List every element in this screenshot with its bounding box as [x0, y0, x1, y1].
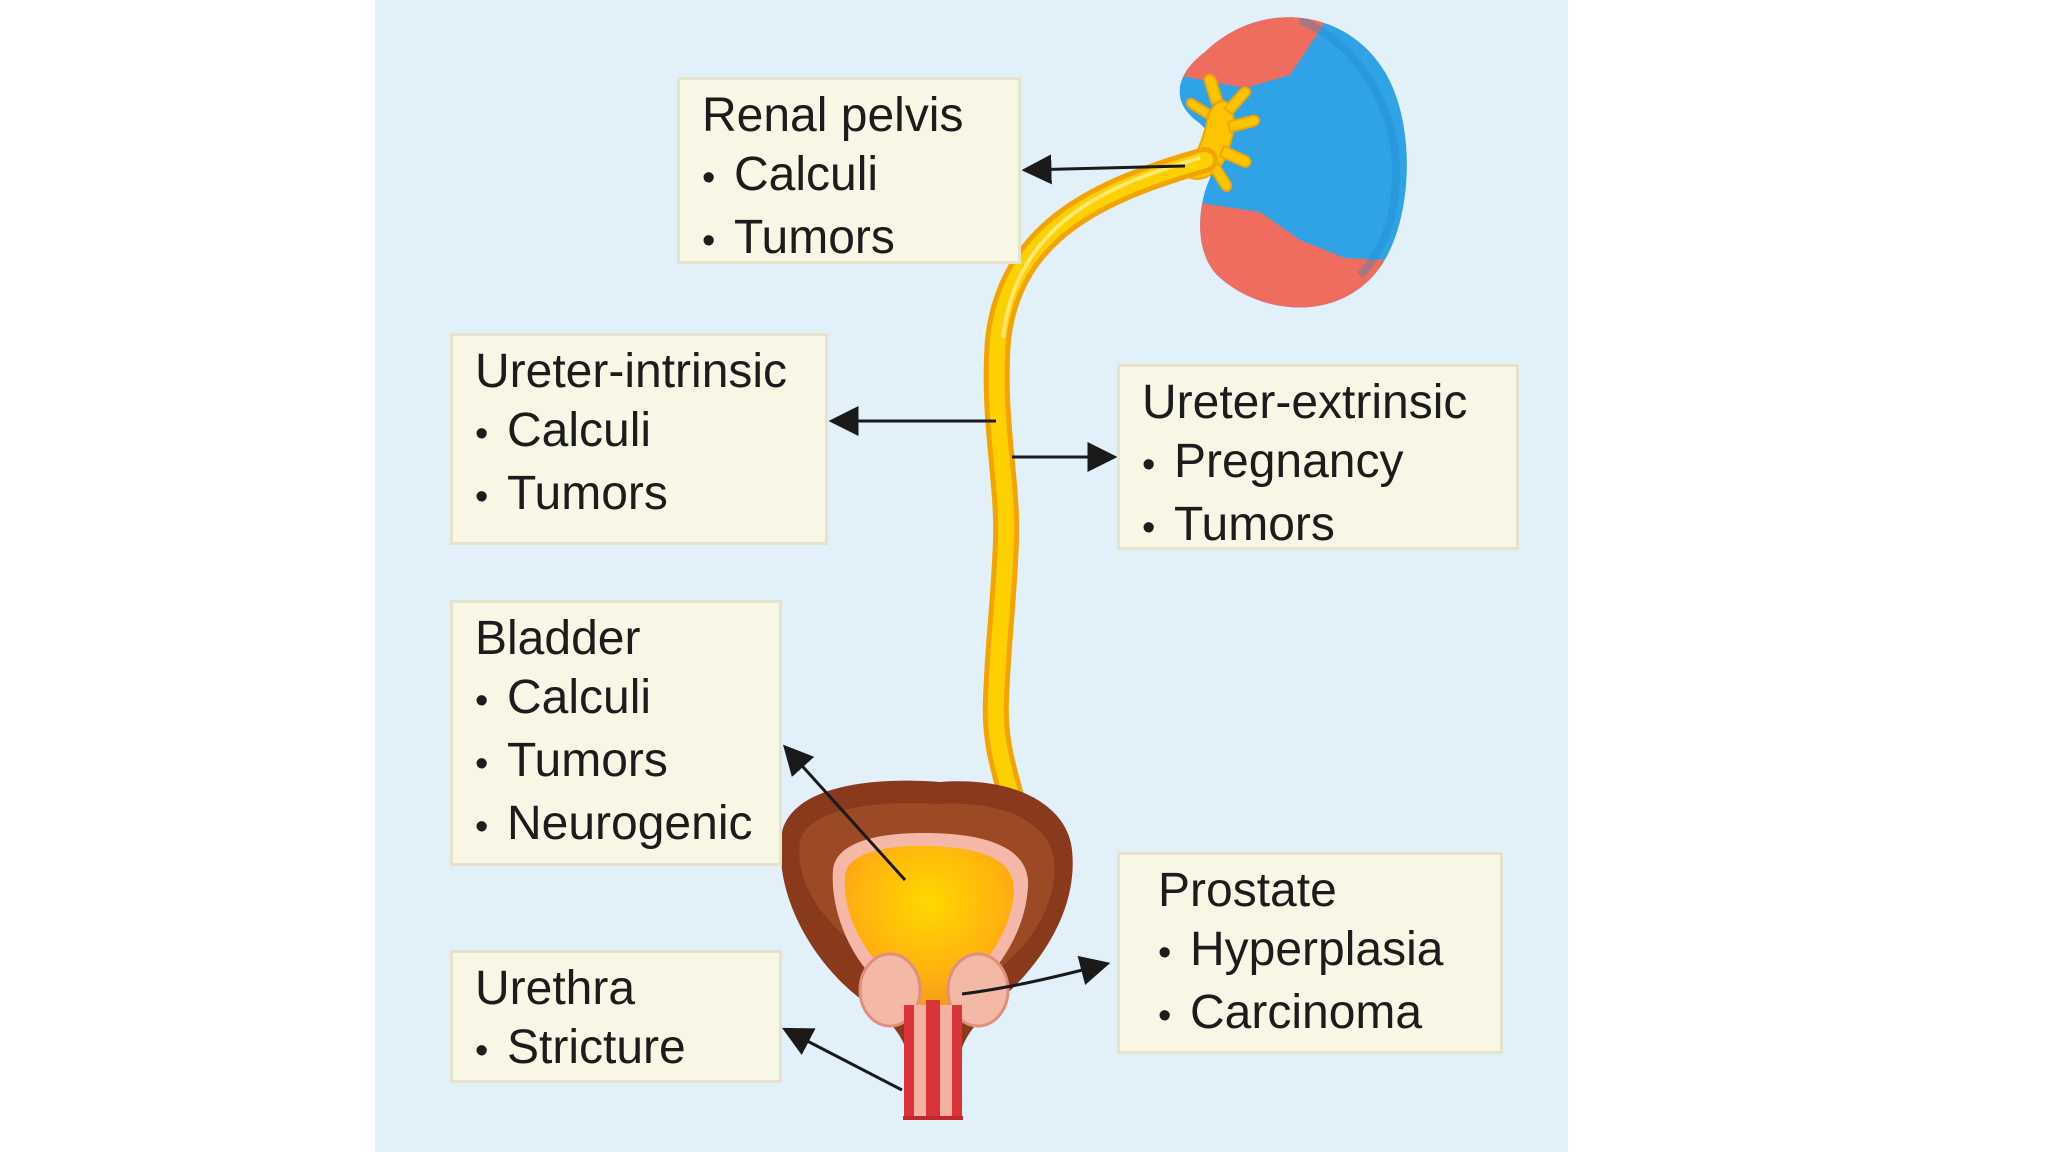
arrow-to-urethra: [782, 1027, 903, 1092]
arrow-to-bladder: [782, 744, 907, 882]
renal-pelvis-item: Calculi: [702, 145, 1018, 208]
ureter-intrinsic-title: Ureter-intrinsic: [475, 345, 788, 398]
arrow-to-renal-pelvis: [1021, 154, 1186, 185]
ureter-intrinsic-item: Tumors: [475, 464, 825, 527]
prostate-title: Prostate: [1158, 864, 1337, 917]
bladder-box: Bladder Calculi Tumors Neurogenic: [450, 600, 782, 866]
arrows: [782, 154, 1186, 1092]
arrow-to-prostate: [961, 955, 1111, 996]
urethra-box: Urethra Stricture: [450, 950, 782, 1083]
ureter-extrinsic-box: Ureter-extrinsic Pregnancy Tumors: [1117, 364, 1519, 551]
bladder-item: Tumors: [475, 731, 779, 794]
bladder-item: Neurogenic: [475, 794, 779, 857]
prostate-item: Hyperplasia: [1158, 920, 1500, 983]
prostate-box: Prostate Hyperplasia Carcinoma: [1117, 852, 1503, 1054]
renal-pelvis-box: Renal pelvis Calculi Tumors: [677, 77, 1021, 264]
urethra-item: Stricture: [475, 1018, 779, 1081]
ureter-intrinsic-box: Ureter-intrinsic Calculi Tumors: [450, 333, 828, 545]
ureter-extrinsic-item: Tumors: [1142, 495, 1516, 558]
bladder-title: Bladder: [475, 612, 641, 665]
ureter-intrinsic-item: Calculi: [475, 401, 825, 464]
renal-pelvis-title: Renal pelvis: [702, 89, 964, 142]
ureter-extrinsic-item: Pregnancy: [1142, 432, 1516, 495]
bladder-item: Calculi: [475, 668, 779, 731]
ureter-extrinsic-title: Ureter-extrinsic: [1142, 376, 1468, 429]
renal-pelvis-item: Tumors: [702, 208, 1018, 271]
ureter-illustration: [982, 147, 1218, 813]
bladder-illustration: [780, 780, 1073, 1120]
urethra-title: Urethra: [475, 962, 636, 1015]
prostate-item: Carcinoma: [1158, 983, 1500, 1046]
